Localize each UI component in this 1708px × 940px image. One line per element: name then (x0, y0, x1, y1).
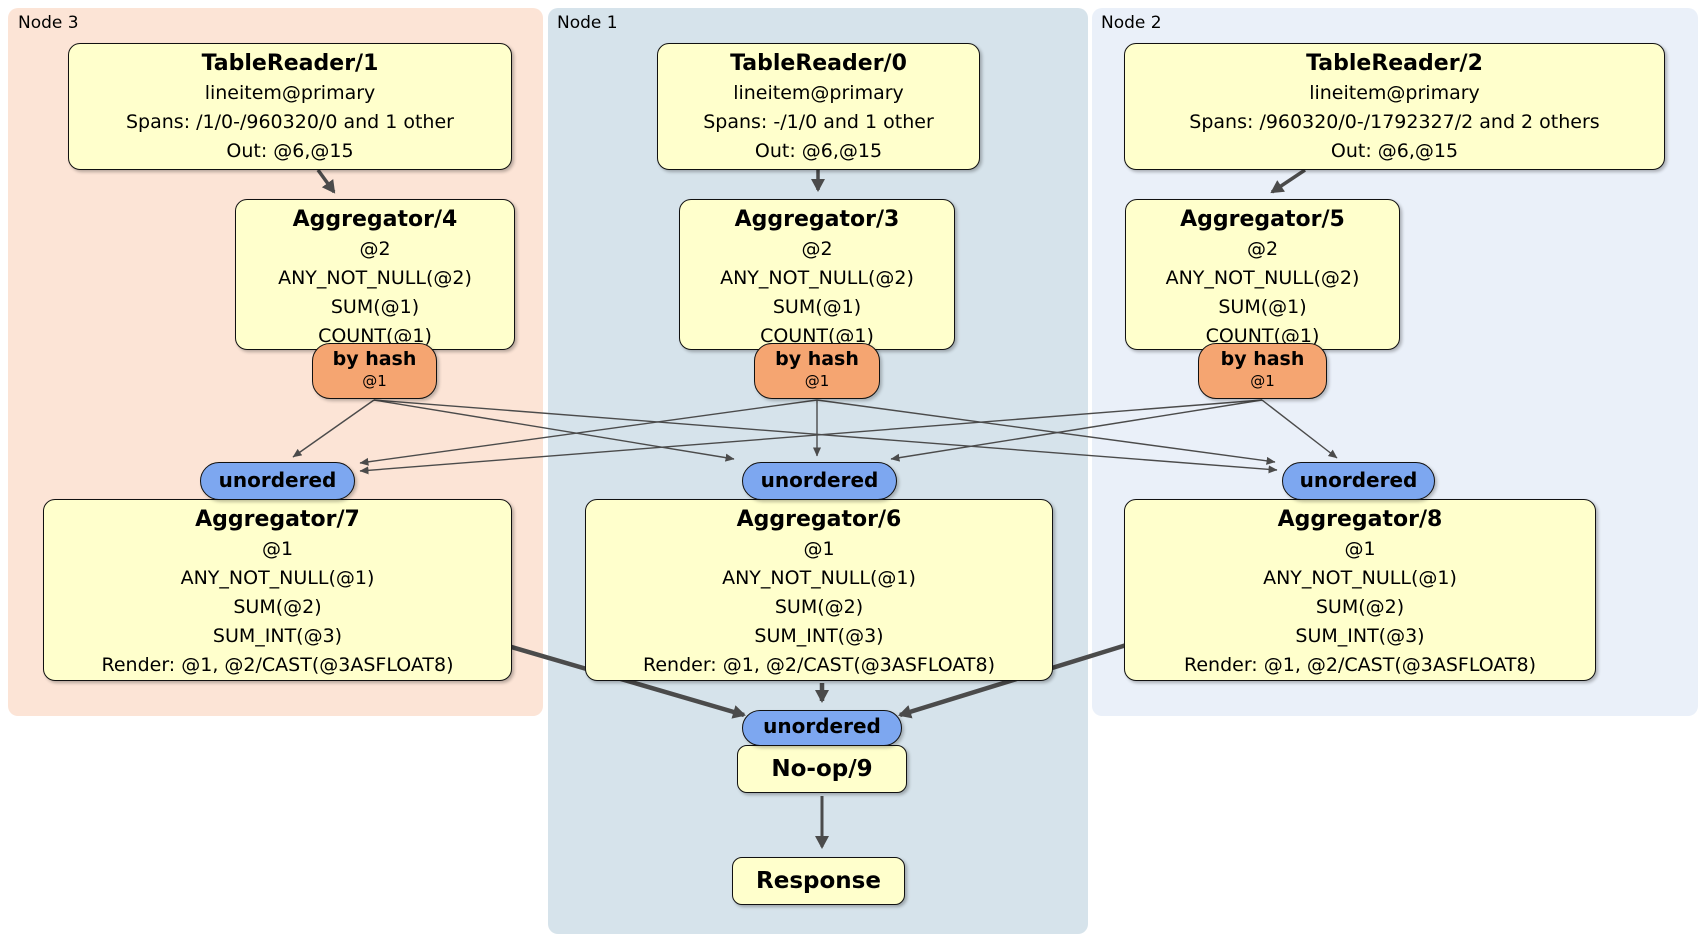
processor-title: Response (756, 868, 881, 894)
processor-detail: Render: @1, @2/CAST(@3ASFLOAT8) (101, 654, 454, 676)
edge (359, 399, 818, 466)
processor-title: Aggregator/6 (736, 507, 902, 532)
processor-detail: SUM(@2) (774, 596, 864, 618)
router-key: @1 (804, 372, 830, 390)
processor-detail: SUM(@1) (1218, 296, 1307, 318)
sync-unordered-6: unordered (742, 462, 897, 500)
processor-aggregator-7: Aggregator/7 @1 ANY_NOT_NULL(@1) SUM(@2)… (43, 499, 512, 681)
edge (316, 168, 336, 194)
processor-detail: SUM_INT(@3) (1295, 625, 1425, 647)
processor-response: Response (732, 857, 905, 905)
router-by-hash-3: by hash @1 (754, 343, 880, 399)
processor-title: TableReader/0 (730, 51, 907, 76)
region-label-node-3: Node 3 (18, 13, 79, 33)
sync-unordered-7: unordered (200, 462, 355, 500)
processor-detail: ANY_NOT_NULL(@1) (722, 567, 916, 589)
processor-title: Aggregator/7 (195, 507, 360, 532)
processor-detail: COUNT(@1) (760, 325, 874, 347)
processor-title: Aggregator/4 (292, 207, 458, 232)
processor-detail: lineitem@primary (733, 82, 904, 104)
processor-detail: ANY_NOT_NULL(@2) (1165, 267, 1360, 289)
edge (816, 399, 1276, 465)
processor-detail: ANY_NOT_NULL(@2) (278, 267, 472, 289)
edge (292, 399, 375, 458)
processor-detail: @1 (1344, 538, 1376, 560)
processor-detail: Render: @1, @2/CAST(@3ASFLOAT8) (643, 654, 995, 676)
processor-detail: lineitem@primary (1309, 82, 1480, 104)
processor-title: TableReader/2 (1306, 51, 1483, 76)
processor-title: No-op/9 (771, 756, 873, 782)
processor-aggregator-8: Aggregator/8 @1 ANY_NOT_NULL(@1) SUM(@2)… (1124, 499, 1596, 681)
router-label: by hash (1220, 348, 1305, 370)
processor-title: Aggregator/5 (1180, 207, 1345, 232)
processor-tablereader-1: TableReader/1 lineitem@primary Spans: /1… (68, 43, 512, 170)
sync-label: unordered (760, 468, 879, 492)
processor-noop-9: No-op/9 (737, 745, 907, 793)
sync-unordered-8: unordered (1282, 462, 1435, 500)
sync-label: unordered (763, 714, 881, 738)
region-label-node-1: Node 1 (557, 13, 618, 33)
edge (1270, 168, 1306, 194)
edge (373, 399, 735, 462)
processor-detail: Out: @6,@15 (1330, 140, 1459, 162)
processor-detail: COUNT(@1) (318, 325, 432, 347)
router-key: @1 (1250, 372, 1275, 390)
processor-aggregator-3: Aggregator/3 @2 ANY_NOT_NULL(@2) SUM(@1)… (679, 199, 955, 350)
processor-tablereader-2: TableReader/2 lineitem@primary Spans: /9… (1124, 43, 1665, 170)
processor-detail: SUM_INT(@3) (754, 625, 884, 647)
edge (359, 399, 1263, 475)
processor-detail: SUM_INT(@3) (212, 625, 343, 647)
router-by-hash-5: by hash @1 (1198, 343, 1327, 399)
processor-detail: SUM(@2) (233, 596, 322, 618)
processor-detail: @2 (801, 238, 833, 260)
processor-detail: lineitem@primary (204, 82, 376, 104)
processor-detail: @1 (803, 538, 835, 560)
router-label: by hash (775, 348, 859, 370)
sync-label: unordered (1299, 468, 1418, 492)
processor-detail: Spans: /1/0-/960320/0 and 1 other (126, 111, 454, 133)
processor-detail: SUM(@1) (330, 296, 420, 318)
processor-detail: COUNT(@1) (1205, 325, 1320, 347)
processor-detail: ANY_NOT_NULL(@1) (1263, 567, 1457, 589)
processor-detail: ANY_NOT_NULL(@2) (720, 267, 914, 289)
processor-detail: Out: @6,@15 (754, 140, 883, 162)
processor-detail: Spans: -/1/0 and 1 other (703, 111, 934, 133)
processor-detail: SUM(@2) (1315, 596, 1405, 618)
processor-detail: Spans: /960320/0-/1792327/2 and 2 others (1189, 111, 1600, 133)
region-label-node-2: Node 2 (1101, 13, 1162, 33)
processor-title: Aggregator/8 (1277, 507, 1443, 532)
processor-detail: @2 (1246, 238, 1279, 260)
edge (890, 399, 1263, 462)
processor-detail: Render: @1, @2/CAST(@3ASFLOAT8) (1184, 654, 1536, 676)
router-by-hash-4: by hash @1 (312, 343, 437, 399)
processor-title: TableReader/1 (201, 51, 379, 76)
sync-label: unordered (218, 468, 337, 492)
processor-detail: ANY_NOT_NULL(@1) (180, 567, 375, 589)
processor-aggregator-5: Aggregator/5 @2 ANY_NOT_NULL(@2) SUM(@1)… (1125, 199, 1400, 350)
processor-detail: SUM(@1) (772, 296, 862, 318)
edge (1261, 399, 1338, 459)
processor-title: Aggregator/3 (734, 207, 900, 232)
sync-unordered-final: unordered (742, 710, 902, 746)
router-label: by hash (332, 348, 417, 370)
router-key: @1 (362, 372, 387, 390)
processor-detail: @1 (261, 538, 294, 560)
processor-detail: Out: @6,@15 (226, 140, 354, 162)
processor-aggregator-4: Aggregator/4 @2 ANY_NOT_NULL(@2) SUM(@1)… (235, 199, 515, 350)
processor-detail: @2 (359, 238, 391, 260)
processor-tablereader-0: TableReader/0 lineitem@primary Spans: -/… (657, 43, 980, 170)
processor-aggregator-6: Aggregator/6 @1 ANY_NOT_NULL(@1) SUM(@2)… (585, 499, 1053, 681)
